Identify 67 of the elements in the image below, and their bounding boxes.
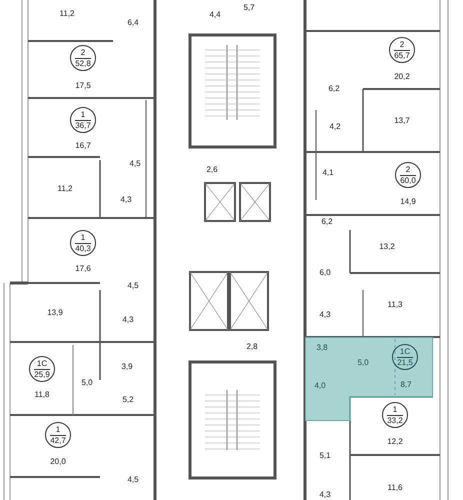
- apartment-badge: [382, 402, 408, 428]
- room-area: 4,2: [329, 123, 341, 131]
- apartment-type: 1: [54, 426, 62, 434]
- room-area: 6,4: [127, 19, 139, 27]
- apartment-area: 33,2: [383, 417, 407, 425]
- room-area: 17,6: [75, 265, 91, 273]
- room-area: 11,2: [60, 10, 74, 18]
- room-area: 2,6: [206, 166, 218, 174]
- apartment-type: 1: [80, 111, 86, 119]
- room-area: 3,9: [121, 363, 133, 371]
- apartment-badge: [70, 230, 96, 256]
- apartment-type: 2: [398, 41, 406, 49]
- room-area: 5,0: [357, 359, 369, 367]
- room-area: 20,2: [394, 73, 410, 81]
- apartment-area: 65,7: [390, 52, 414, 60]
- room-area: 4,3: [122, 316, 134, 324]
- apartment-badge: [70, 45, 96, 71]
- room-area: 8,7: [400, 381, 412, 389]
- apartment-area: 25,9: [30, 371, 54, 379]
- room-area: 4,3: [319, 491, 331, 499]
- room-area: 13,2: [379, 243, 395, 251]
- room-area: 17,5: [75, 82, 91, 90]
- room-area: 13,7: [394, 117, 410, 125]
- apartment-badge: [45, 422, 71, 448]
- apartment-area: 21,5: [393, 359, 417, 367]
- apartment-type: 1C: [398, 348, 412, 356]
- room-area: 12,2: [387, 438, 403, 446]
- apartment-type: 1C: [36, 360, 48, 368]
- room-area: 4,3: [120, 196, 132, 204]
- room-area: 5,7: [243, 4, 255, 12]
- apartment-badge: [389, 37, 415, 63]
- room-area: 4,5: [129, 160, 141, 168]
- apartment-area: 42,7: [46, 437, 70, 445]
- room-area: 4,5: [127, 282, 139, 290]
- room-area: 14,9: [400, 198, 416, 206]
- room-area: 2,8: [246, 343, 258, 351]
- room-area: 5,2: [122, 396, 134, 404]
- room-area: 6,2: [328, 85, 340, 93]
- room-area: 20,0: [50, 458, 66, 466]
- room-area: 4,4: [209, 11, 221, 19]
- room-area: 11,8: [34, 391, 50, 399]
- apartment-type: 2: [404, 166, 412, 174]
- room-area: 6,0: [319, 269, 331, 277]
- room-area: 5,0: [81, 379, 93, 387]
- apartment-badge: [70, 107, 96, 133]
- apartment-area: 36,7: [71, 122, 95, 130]
- apartment-type: 1: [392, 406, 398, 414]
- apartment-area: 60,0: [396, 177, 420, 185]
- apartment-badge: [29, 356, 55, 382]
- room-area: 4,1: [322, 169, 334, 177]
- apartment-type: 2: [80, 49, 86, 57]
- apartment-area: 52,8: [71, 60, 95, 68]
- room-area: 16,7: [75, 142, 91, 150]
- apartment-area: 40,3: [71, 245, 95, 253]
- room-area: 4,0: [314, 382, 326, 390]
- room-area: 4,5: [127, 476, 139, 484]
- room-area: 11,6: [388, 484, 402, 492]
- room-area: 3,8: [316, 344, 328, 352]
- room-area: 4,3: [319, 311, 331, 319]
- room-area: 5,1: [319, 452, 331, 460]
- apartment-badge: [392, 344, 418, 370]
- room-area: 6,2: [321, 218, 333, 226]
- apartment-type: 1: [80, 234, 86, 242]
- room-area: 13,9: [47, 309, 63, 317]
- room-area: 11,2: [58, 185, 72, 193]
- room-area: 11,3: [388, 301, 402, 309]
- apartment-badge: [395, 162, 421, 188]
